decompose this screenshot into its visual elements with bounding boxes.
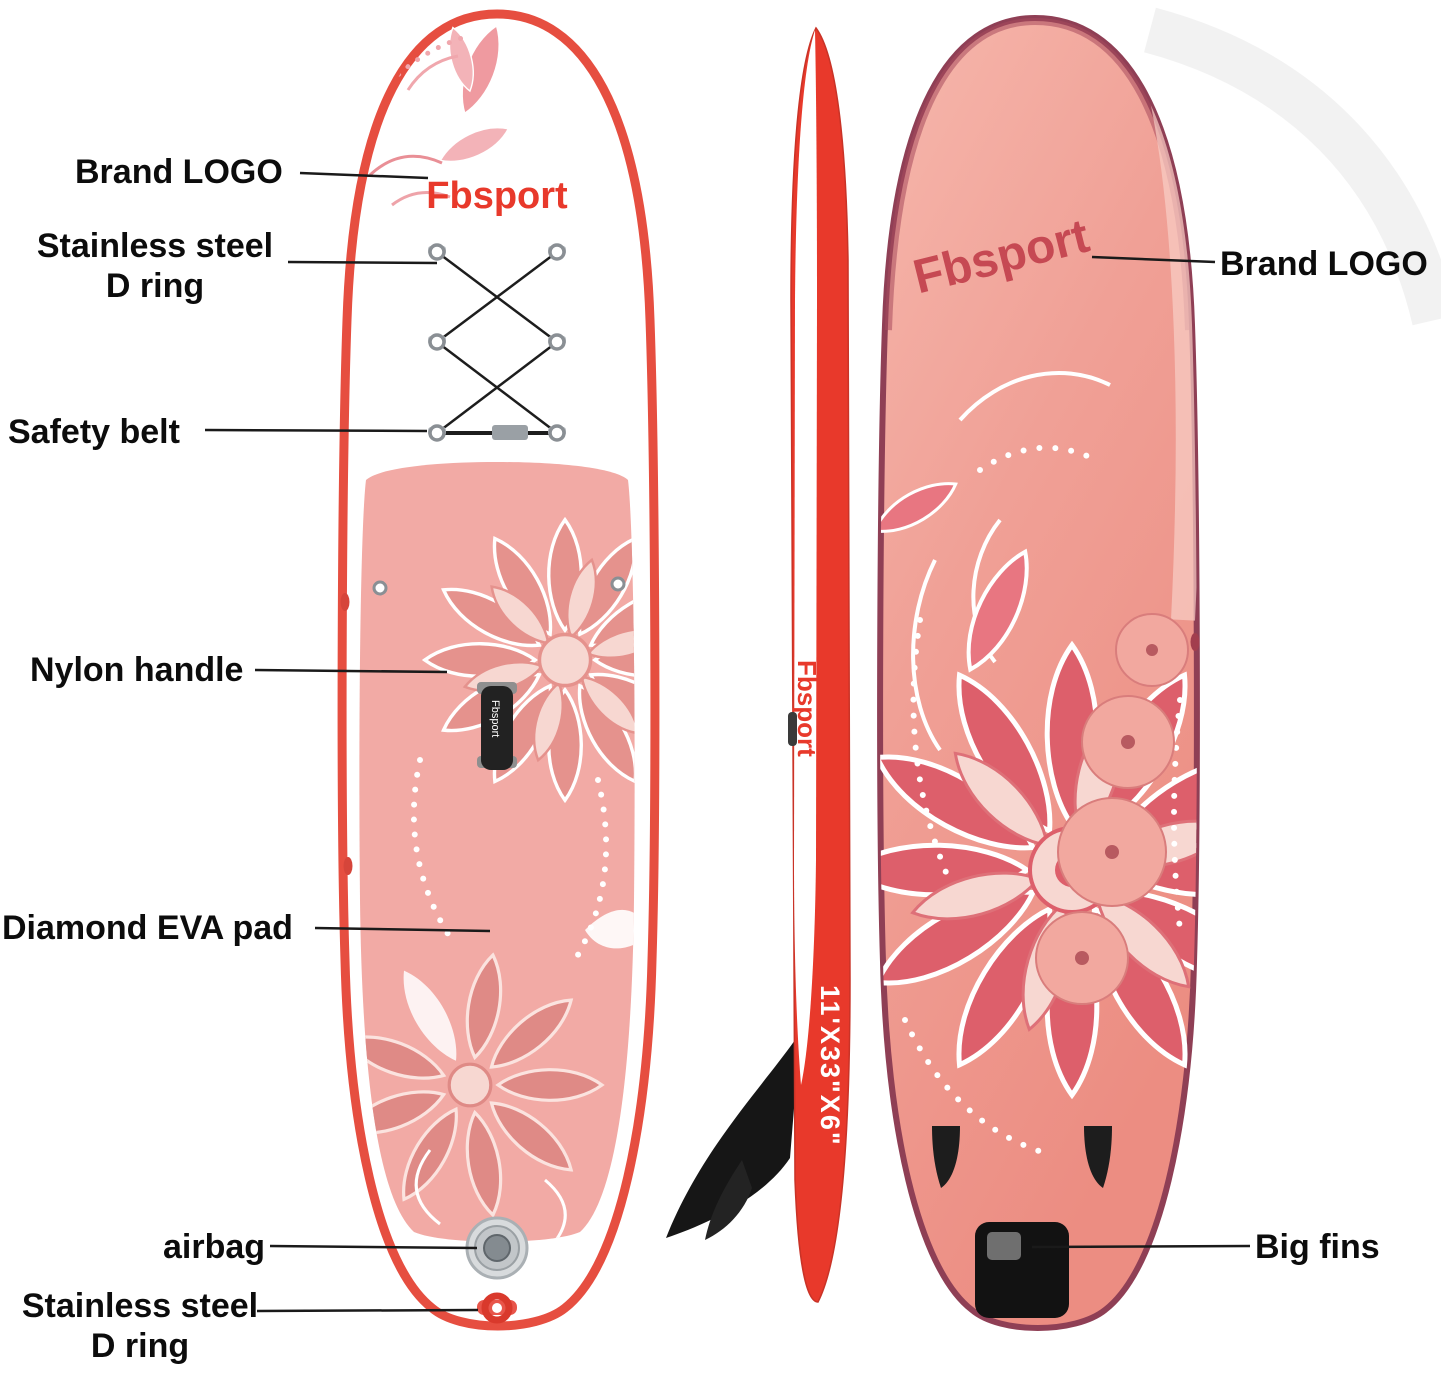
label-stainless-steel-bottom-line1: Stainless steel: [21, 1287, 259, 1325]
rail-nubs: [340, 593, 353, 875]
side-handle: [788, 712, 797, 746]
label-big-fins: Big fins: [1255, 1228, 1380, 1266]
label-d-ring-bottom-line2: D ring: [90, 1327, 190, 1365]
side-dimensions-text: 11'X33"X6": [815, 985, 845, 1147]
label-diamond-eva-pad: Diamond EVA pad: [2, 909, 293, 947]
safety-belt-line: [204, 428, 428, 433]
airbag-valve[interactable]: [465, 1216, 529, 1280]
handle-logo: Fbsport: [489, 700, 501, 737]
side-deck-edge: [794, 30, 817, 1085]
big-fins-line: [1031, 1244, 1251, 1249]
side-logo: Fbsport: [792, 660, 822, 757]
label-stainless-steel-top-line1: Stainless steel: [36, 227, 274, 265]
nylon-handle[interactable]: Fbsport: [477, 682, 517, 770]
side-small-fin: [705, 1160, 752, 1240]
label-d-ring-top-line2: D ring: [105, 267, 205, 305]
label-safety-belt: Safety belt: [8, 413, 180, 451]
label-brand-logo-right: Brand LOGO: [1220, 245, 1428, 283]
d-rings-front: [428, 243, 566, 442]
label-stainless-steel-d-ring-bottom: Stainless steel D ring: [20, 1286, 260, 1366]
stainless-top-line: [287, 260, 438, 265]
airbag-line: [269, 1244, 478, 1250]
back-rail-nub: [1190, 633, 1200, 651]
label-brand-logo-left: Brand LOGO: [75, 153, 283, 191]
label-stainless-steel-d-ring-top: Stainless steel D ring: [20, 226, 290, 306]
bottom-d-ring[interactable]: [477, 1292, 517, 1324]
label-nylon-handle: Nylon handle: [30, 651, 244, 689]
belt-buckle: [492, 425, 528, 440]
label-airbag: airbag: [163, 1228, 266, 1266]
background-swoosh: [1144, 7, 1441, 326]
back-board: Fbsport: [847, 18, 1297, 1328]
brand-logo-left-line: [299, 171, 429, 180]
front-board: Fbsport: [341, 14, 706, 1326]
brand-logo-right-line: [1091, 255, 1216, 264]
side-big-fin: [666, 1040, 795, 1238]
eva-pad-line: [314, 926, 491, 933]
front-nose-floral: [357, 19, 515, 207]
callout-lines: [204, 171, 1251, 1313]
back-circle-pads: [1035, 613, 1189, 1005]
stainless-bottom-line: [256, 1308, 479, 1313]
nylon-handle-line: [254, 668, 448, 674]
pad-corner-rings: [372, 576, 626, 596]
front-board-logo: Fbsport: [426, 175, 568, 217]
side-view-board: Fbsport 11'X33"X6": [666, 26, 851, 1303]
